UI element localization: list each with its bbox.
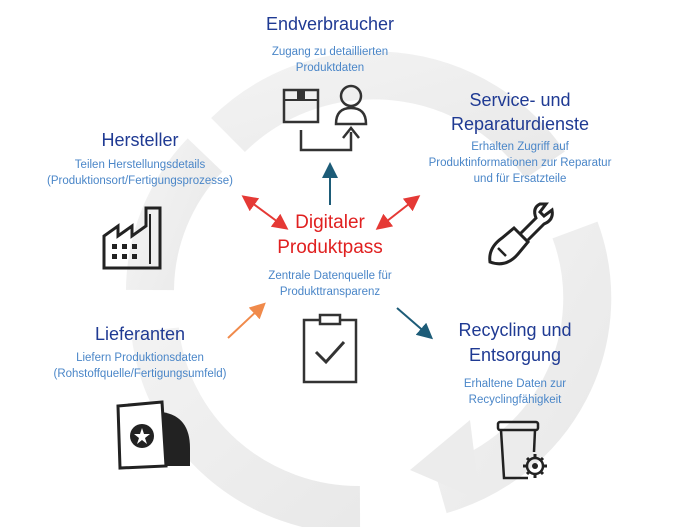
arrow-service [375, 195, 421, 230]
arrow-lieferanten [227, 302, 266, 339]
wrench-plug-icon [488, 202, 554, 266]
service-title-line1: Service- und [469, 90, 571, 110]
recycling-title-line1: Recycling und [458, 320, 572, 340]
center-sub-line1: Zentrale Datenquelle für [268, 270, 392, 282]
center-title-line2: Produktpass [277, 237, 383, 258]
cycle-arc-right [433, 221, 612, 514]
endverbraucher-sub-line2: Produktdaten [295, 62, 365, 74]
clipboard-check-icon [302, 313, 358, 384]
endverbraucher-title: Endverbraucher [265, 14, 395, 34]
arrow-recycling [396, 307, 434, 340]
arrow-hersteller [241, 195, 289, 230]
service-sub-line3: und für Ersatzteile [473, 173, 567, 185]
hersteller-sub-line2: (Produktionsort/Fertigungsprozesse) [47, 175, 233, 187]
sack-icon [116, 400, 190, 470]
endverbraucher-sub-line1: Zugang zu detaillierten [271, 46, 389, 58]
cycle-arrowhead [410, 420, 480, 500]
hersteller-sub-line1: Teilen Herstellungsdetails [74, 159, 206, 171]
lieferanten-sub-line1: Liefern Produktionsdaten [76, 352, 204, 364]
lieferanten-sub-line2: (Rohstoffquelle/Fertigungsumfeld) [53, 368, 227, 380]
service-sub-line1: Erhalten Zugriff auf [471, 141, 569, 153]
cycle-arc-top [211, 51, 565, 179]
center-sub-line2: Produkttransparenz [279, 286, 381, 298]
person-with-box-icon [282, 84, 368, 152]
lieferanten-title: Lieferanten [94, 324, 186, 344]
recycle-bin-gear-icon [496, 420, 547, 480]
factory-icon [102, 206, 162, 270]
recycling-sub-line1: Erhaltene Daten zur [463, 378, 567, 390]
hersteller-title: Hersteller [101, 130, 179, 150]
center-title-line1: Digitaler [295, 212, 365, 233]
cycle-arc-left [126, 138, 223, 291]
cycle-arc-bottom [131, 327, 361, 527]
service-sub-line2: Produktinformationen zur Reparatur [428, 157, 612, 169]
recycling-sub-line2: Recyclingfähigkeit [468, 394, 562, 406]
service-title-line2: Reparaturdienste [450, 114, 590, 134]
recycling-title-line2: Entsorgung [468, 345, 562, 365]
